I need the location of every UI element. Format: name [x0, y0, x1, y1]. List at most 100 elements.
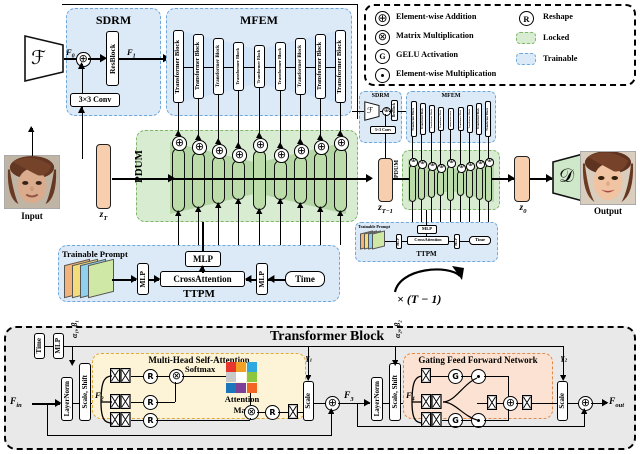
mfem-transformer-block-compact[interactable]: Transformer Block — [438, 107, 444, 131]
line-qkv-r3 — [131, 419, 143, 421]
line-fin-skip-across — [47, 435, 331, 437]
reshape-glyph: R — [147, 372, 154, 381]
pdum-add-glyph: ⊕ — [194, 139, 205, 153]
line-f3-skip-across — [357, 426, 584, 428]
gffn-matrix-top — [421, 368, 431, 383]
attention-map-label-2: Map — [233, 405, 251, 415]
pdum-unit-compact[interactable] — [428, 169, 435, 198]
mfem-transformer-block[interactable]: Transformer Block — [233, 42, 244, 91]
tb-proj-matrix — [288, 404, 298, 419]
pdum-unit[interactable] — [253, 150, 266, 210]
reshape-glyph: R — [269, 408, 276, 417]
arrow-ttpm-pdum — [194, 206, 202, 212]
pdum-unit-compact[interactable] — [409, 165, 416, 202]
pdum-unit-compact[interactable] — [457, 171, 464, 196]
mfem-transformer-block-compact[interactable]: Transformer Block — [448, 108, 454, 130]
pdum-add-glyph: ⊕ — [296, 143, 307, 157]
line-m3-g2 — [442, 419, 448, 421]
ttpm-title: TTPM — [183, 288, 215, 300]
line-ln2-ss2 — [383, 402, 389, 404]
arrow-ttpm-pdum — [336, 210, 344, 216]
pdum-unit-compact[interactable] — [485, 165, 492, 202]
mfem-transformer-block-compact[interactable]: Transformer Block — [467, 105, 473, 133]
line-enc-add-compact — [380, 110, 383, 112]
pdum-unit[interactable] — [334, 148, 347, 212]
line-mlp-alpha1 — [64, 346, 73, 348]
line-ztm1-conv-compact — [385, 134, 387, 159]
mfem-transformer-block-compact[interactable]: Transformer Block — [411, 101, 417, 137]
pdum-add-glyph-compact: ⊕ — [459, 163, 465, 171]
pdum-unit-compact[interactable] — [476, 167, 483, 200]
repeat-label: × (T − 1) — [397, 292, 442, 306]
line-alpha2-down — [394, 346, 396, 363]
mfem-transformer-block-compact[interactable]: Transformer Block — [458, 107, 464, 131]
line-add-res-compact — [389, 110, 392, 112]
mfem-transformer-block-compact[interactable]: Transformer Block — [476, 103, 482, 135]
tb-label: Transformer Block — [277, 48, 283, 85]
line-mfem-pdum-compact — [440, 131, 442, 164]
gelu-icon: G — [375, 49, 390, 64]
arrow-z0-decoder — [546, 174, 553, 183]
pdum-add-icon-compact: ⊕ — [437, 163, 446, 173]
arrow-mfem-pdum — [255, 132, 263, 138]
pdum-unit-compact[interactable] — [437, 171, 444, 196]
line-ttpm-pdum-compact — [479, 200, 481, 222]
line-qkv-r2 — [131, 401, 143, 403]
pdum-unit[interactable] — [314, 152, 327, 208]
line-r1-matmul — [156, 375, 169, 377]
arrow-mlpright-crossattn — [245, 275, 252, 283]
line-mfem-pdum — [320, 99, 322, 140]
pdum-unit[interactable] — [274, 160, 287, 200]
mfem-transformer-block-compact[interactable]: Transformer Block — [485, 101, 491, 137]
latent-z0 — [514, 156, 530, 202]
mfem-connector — [286, 66, 295, 68]
mfem-transformer-block[interactable]: Transformer Block — [275, 42, 286, 91]
arrow-alpha1 — [69, 360, 76, 366]
mfem-transformer-block-compact[interactable]: Transformer Block — [420, 103, 426, 135]
ttpm-title-compact: TTPM — [416, 250, 437, 258]
gelu-glyph: G — [379, 52, 386, 61]
line-ttpm-pdum — [259, 210, 261, 245]
tb-label: Transformer Block — [256, 49, 262, 84]
tb-qkv-branch — [100, 375, 113, 424]
pdum-unit-compact[interactable] — [447, 166, 454, 201]
mfem-transformer-block[interactable]: Transformer Block — [335, 30, 346, 103]
pdum-unit[interactable] — [232, 160, 245, 200]
line-mfem-pdum-compact — [450, 130, 452, 159]
pdum-unit[interactable] — [294, 156, 307, 204]
tb-label: Transformer Block — [214, 45, 221, 88]
output-face-image — [580, 151, 636, 205]
pdum-add-glyph: ⊕ — [255, 137, 266, 151]
line-ttpm-pdum — [340, 212, 342, 245]
pdum-unit[interactable] — [212, 156, 225, 204]
line-gamma2-down — [562, 346, 564, 378]
ztm1-base: z — [378, 203, 382, 213]
latent-z0-label: z0 — [512, 203, 534, 215]
tb-qkv-matrix — [110, 412, 131, 427]
tb-label-compact: Transformer Block — [485, 107, 489, 131]
tb-layernorm-1-label: LayerNorm — [62, 381, 71, 417]
mfem-transformer-block[interactable]: Transformer Block — [173, 30, 184, 103]
mfem-transformer-block-compact[interactable]: Transformer Block — [429, 105, 435, 133]
line-odot1-collect — [484, 375, 509, 377]
pdum-unit[interactable] — [192, 152, 205, 208]
pdum-unit-compact[interactable] — [418, 167, 425, 200]
tb-label: Transformer Block — [316, 42, 323, 91]
output-label: Output — [593, 206, 622, 216]
tb-label-compact: Transformer Block — [439, 110, 442, 128]
arrow-mfem-pdum — [296, 138, 304, 144]
mfem-transformer-block[interactable]: Transformer Block — [213, 38, 224, 95]
mfem-transformer-block[interactable]: Transformer Block — [254, 45, 265, 88]
arrow-mfem-pdum — [194, 134, 202, 140]
mfem-transformer-block[interactable]: Transformer Block — [315, 34, 326, 99]
arrow-crossattn-mlptop — [198, 265, 206, 271]
mfem-transformer-block[interactable]: Transformer Block — [295, 38, 306, 95]
attention-map-cell — [226, 362, 236, 372]
pdum-add-icon-compact: ⊕ — [428, 161, 437, 171]
pdum-unit-compact[interactable] — [466, 169, 473, 198]
tb-scale-2-label: Scale — [558, 393, 566, 409]
mhsa-title: Multi-Head Self-Attention — [148, 355, 250, 365]
pdum-add-glyph-compact: ⊕ — [430, 161, 436, 169]
sdrm-resblock-label-compact: ResBlock — [391, 103, 396, 118]
mfem-transformer-block[interactable]: Transformer Block — [193, 34, 204, 99]
